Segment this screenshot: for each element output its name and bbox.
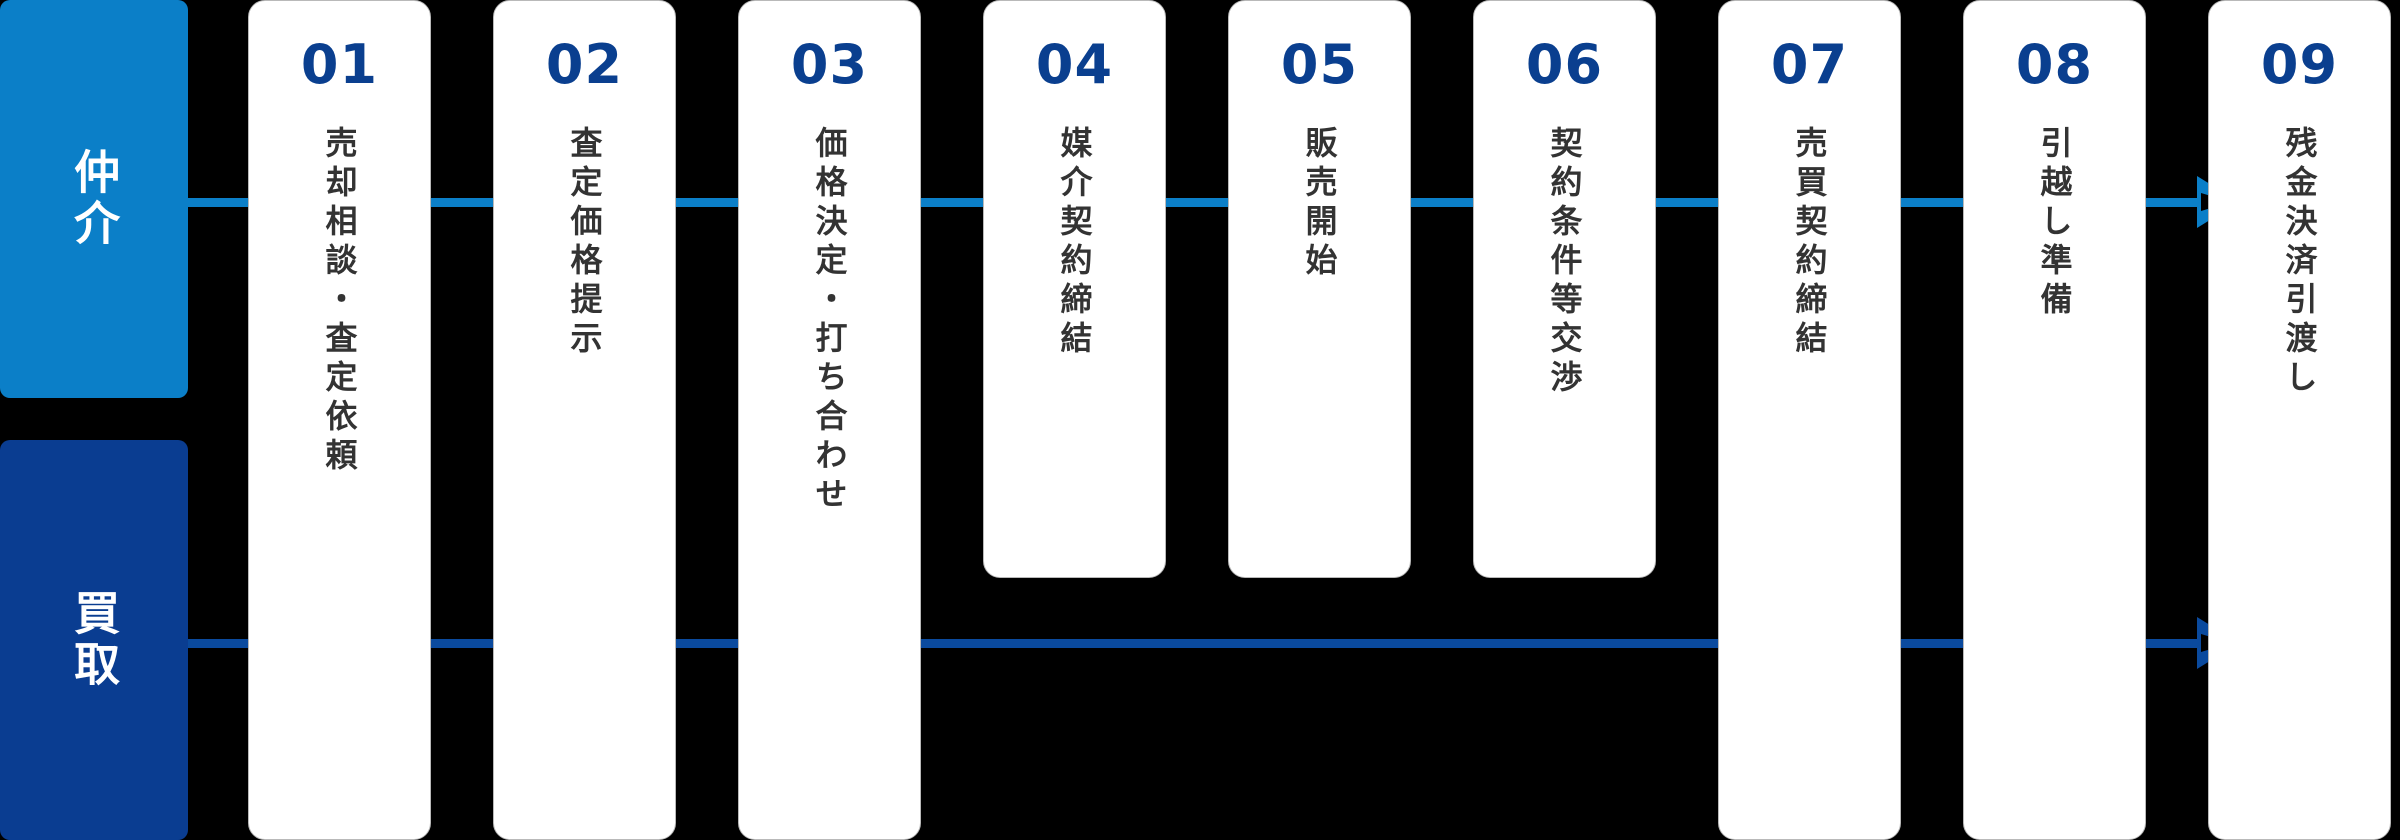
category-brokerage-label: 仲介 — [67, 148, 122, 250]
step-title: 契約条件等交渉 — [1545, 126, 1584, 399]
step-card-07[interactable]: 07 売買契約締結 — [1718, 0, 1901, 840]
step-number: 08 — [2015, 33, 2094, 96]
purchase-flow-line — [0, 639, 2197, 648]
step-number: 06 — [1525, 33, 1604, 96]
step-card-05[interactable]: 05 販売開始 — [1228, 0, 1411, 578]
step-card-03[interactable]: 03 価格決定・打ち合わせ — [738, 0, 921, 840]
step-number: 03 — [790, 33, 869, 96]
step-card-04[interactable]: 04 媒介契約締結 — [983, 0, 1166, 578]
category-brokerage: 仲介 — [0, 0, 188, 398]
step-card-02[interactable]: 02 査定価格提示 — [493, 0, 676, 840]
step-card-08[interactable]: 08 引越し準備 — [1963, 0, 2146, 840]
step-title: 引越し準備 — [2035, 126, 2074, 321]
step-number: 01 — [300, 33, 379, 96]
step-card-09[interactable]: 09 残金決済引渡し — [2208, 0, 2391, 840]
category-purchase-label: 買取 — [67, 589, 122, 691]
step-title: 媒介契約締結 — [1055, 126, 1094, 360]
step-number: 04 — [1035, 33, 1114, 96]
step-title: 販売開始 — [1300, 126, 1339, 282]
category-purchase: 買取 — [0, 440, 188, 840]
step-title: 残金決済引渡し — [2280, 126, 2319, 399]
step-number: 05 — [1280, 33, 1359, 96]
step-number: 09 — [2260, 33, 2339, 96]
step-card-06[interactable]: 06 契約条件等交渉 — [1473, 0, 1656, 578]
step-title: 査定価格提示 — [565, 126, 604, 360]
step-title: 売買契約締結 — [1790, 126, 1829, 360]
step-card-01[interactable]: 01 売却相談・査定依頼 — [248, 0, 431, 840]
step-title: 価格決定・打ち合わせ — [810, 126, 849, 516]
step-number: 02 — [545, 33, 624, 96]
step-number: 07 — [1770, 33, 1849, 96]
step-title: 売却相談・査定依頼 — [320, 126, 359, 477]
